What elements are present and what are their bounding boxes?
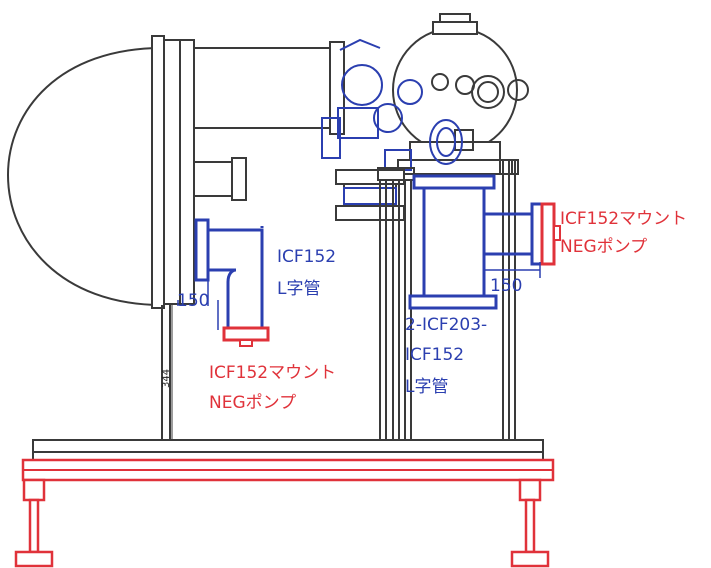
chamber-ports-blue — [321, 38, 463, 171]
center-l-tube — [408, 174, 544, 310]
left-dimension-150 — [177, 280, 219, 330]
left-pump-label-line1: ICF152マウント — [209, 363, 336, 383]
left-l-tube — [194, 218, 264, 328]
left-dimension-text: 150 — [177, 291, 209, 311]
leveling-foot-right — [510, 478, 550, 568]
center-pipe-label-line1: 2-ICF203- — [405, 315, 487, 335]
center-pipe-label-line2: ICF152 — [405, 345, 464, 365]
leveling-foot-left — [14, 478, 54, 568]
left-neg-pump — [222, 326, 270, 347]
dome-chamber — [6, 35, 345, 309]
right-neg-pump — [540, 202, 561, 266]
right-pump-label-line1: ICF152マウント — [560, 209, 687, 229]
right-dimension-text: 150 — [490, 276, 522, 296]
left-pipe-label-line1: ICF152 — [277, 247, 336, 267]
height-dimension-text: 344 — [161, 369, 172, 388]
left-pump-label-line2: NEGポンプ — [209, 393, 296, 413]
spherical-chamber — [392, 13, 529, 175]
right-dimension-150 — [484, 262, 541, 278]
base-frame — [21, 439, 555, 482]
left-pipe-label-line2: L字管 — [277, 279, 320, 299]
right-pump-label-line2: NEGポンプ — [560, 237, 647, 257]
support-post — [161, 305, 171, 440]
support-rods — [377, 159, 519, 440]
center-pipe-label-line3: L字管 — [405, 377, 448, 397]
